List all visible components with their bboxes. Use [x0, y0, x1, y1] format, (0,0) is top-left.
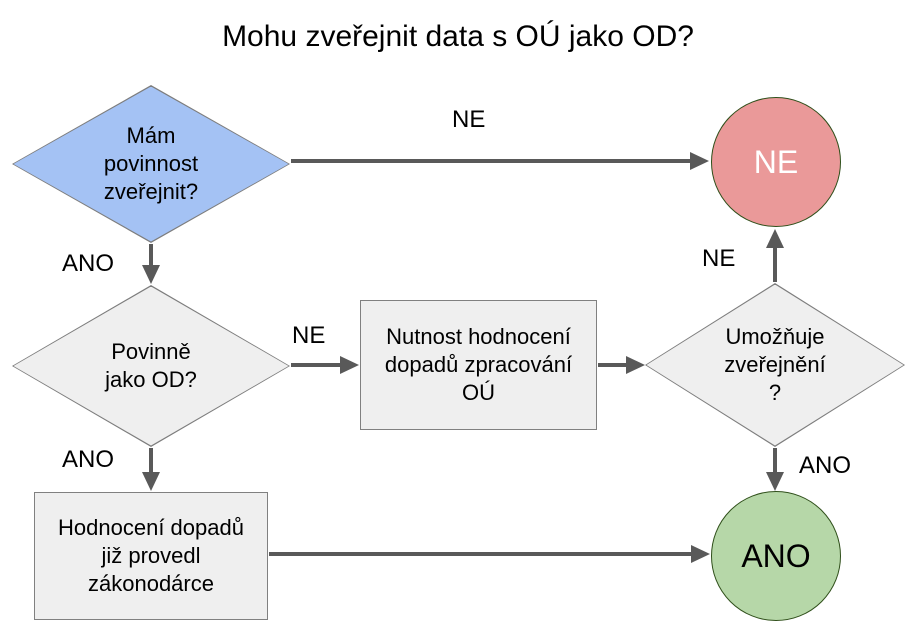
edge-label-must-publish-no: NE [452, 106, 486, 133]
node-must-publish-decision: Mám povinnost zveřejnit? [12, 85, 290, 243]
arrowhead [340, 356, 359, 374]
node-label: Umožňuje zveřejnění ? [724, 324, 826, 405]
arrowhead [626, 356, 645, 374]
node-as-od-decision: Povinně jako OD? [12, 285, 290, 447]
edge-label-as-od-yes: ANO [62, 446, 115, 473]
node-result-no: NE [711, 97, 841, 227]
node-label: Nutnost hodnocení dopadů zpracování OÚ [384, 324, 573, 405]
edge-label-must-publish-yes: ANO [62, 250, 115, 277]
node-legislator-assessment: Hodnocení dopadů již provedl zákonodárce [34, 492, 268, 620]
edge-label-allows-yes: ANO [799, 452, 852, 479]
arrowhead [766, 229, 784, 248]
node-label: ANO [741, 538, 811, 574]
arrowhead [690, 152, 709, 170]
page-title: Mohu zveřejnit data s OÚ jako OD? [222, 20, 694, 53]
node-allows-publication-decision: Umožňuje zveřejnění ? [645, 283, 905, 447]
node-impact-assessment: Nutnost hodnocení dopadů zpracování OÚ [360, 300, 597, 430]
node-label: Hodnocení dopadů již provedl zákonodárce [58, 515, 244, 596]
node-label: NE [753, 144, 799, 180]
arrowhead [142, 472, 160, 491]
arrowhead [691, 545, 710, 563]
arrowhead [766, 472, 784, 491]
node-label: Mám povinnost zveřejnit? [103, 123, 199, 204]
arrowhead [142, 265, 160, 284]
node-label: Povinně jako OD? [105, 339, 197, 392]
node-result-yes: ANO [711, 491, 841, 621]
edge-label-as-od-no: NE [292, 322, 326, 349]
edge-label-allows-no: NE [702, 245, 736, 272]
